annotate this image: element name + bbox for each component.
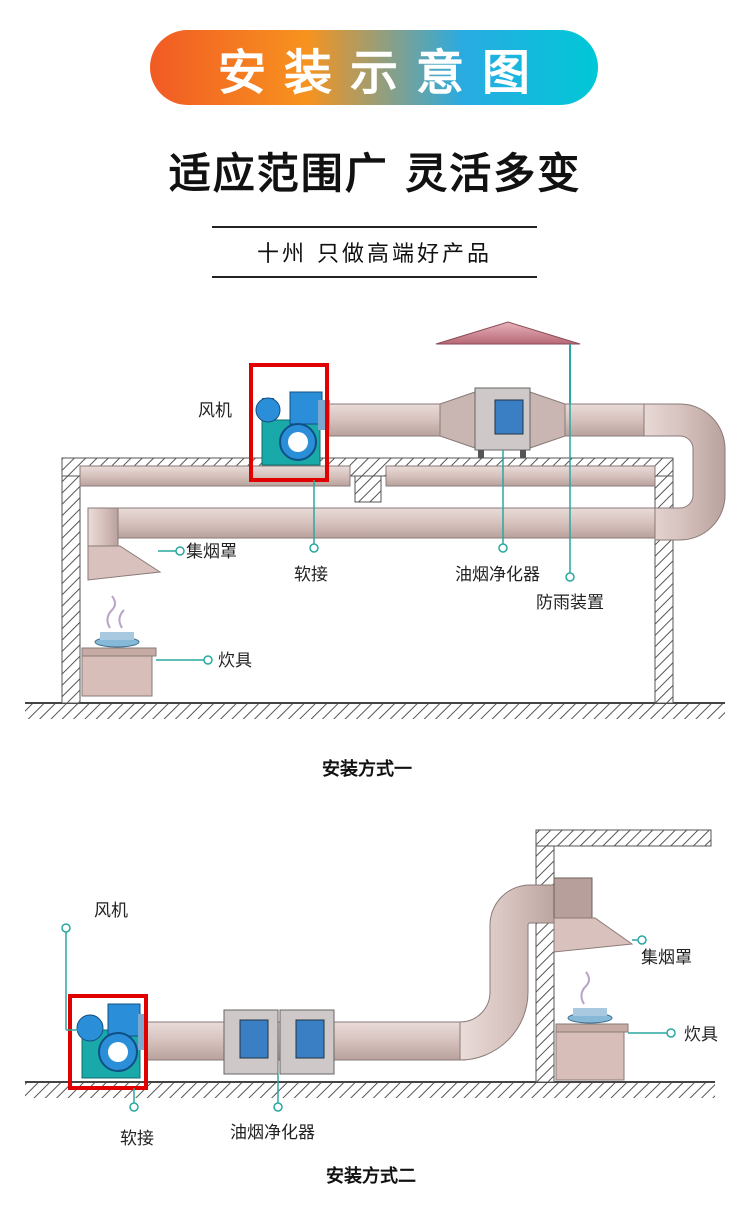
fan-highlight-box-2: [68, 994, 148, 1090]
fan-1: [255, 391, 330, 466]
building-wall-2: [535, 829, 555, 1083]
ground-2: [25, 1082, 715, 1098]
stove-2: [555, 971, 629, 1081]
hood-2: [553, 917, 634, 953]
label-fan-1: 风机: [198, 401, 232, 421]
label-hood-2: 集烟罩: [641, 948, 692, 968]
banner-title: 安装示意图: [217, 44, 548, 101]
label-purifier-1: 油烟净化器: [455, 565, 540, 585]
ground-1: [25, 703, 725, 719]
caption-1: 安装方式一: [322, 758, 412, 780]
title-banner: 安装示意图: [150, 30, 598, 105]
purifier-2a: [223, 1009, 279, 1075]
diagram-2: 风机 集烟罩 炊具 软接 油烟净化器 安装方式二: [25, 829, 718, 1187]
fan-highlight-box-1: [249, 363, 329, 482]
caption-2: 安装方式二: [326, 1165, 416, 1187]
purifier-2b: [279, 1009, 335, 1075]
wall-connector-2: [553, 877, 593, 919]
headline: 适应范围广 灵活多变: [168, 149, 582, 198]
label-rain-1: 防雨装置: [536, 593, 604, 613]
diagram-1: 风机 集烟罩 软接 油烟净化器 防雨装置 炊具 安装方式一: [25, 321, 726, 780]
label-purifier-2: 油烟净化器: [230, 1123, 315, 1143]
inner-duct-upper: [79, 465, 351, 487]
building-roof-2: [535, 829, 712, 847]
s-bend-duct-2: [459, 884, 561, 1061]
stove-1: [81, 595, 157, 697]
label-stove-1: 炊具: [218, 651, 252, 671]
purifier-window-1: [494, 399, 524, 435]
hood-1: [87, 545, 162, 581]
label-fan-2: 风机: [94, 901, 128, 921]
u-bend-duct-1: [639, 403, 726, 541]
label-flex-1: 软接: [294, 565, 328, 585]
tagline: 十州 只做高端好产品: [212, 226, 537, 278]
beam-1: [354, 475, 382, 503]
left-wall-1: [61, 457, 81, 704]
label-stove-2: 炊具: [684, 1025, 718, 1045]
exhaust-duct-1: [87, 507, 664, 539]
rain-cap-1: [435, 321, 581, 345]
label-flex-2: 软接: [120, 1129, 154, 1149]
label-hood-1: 集烟罩: [186, 542, 237, 562]
fan-2: [76, 1003, 148, 1079]
